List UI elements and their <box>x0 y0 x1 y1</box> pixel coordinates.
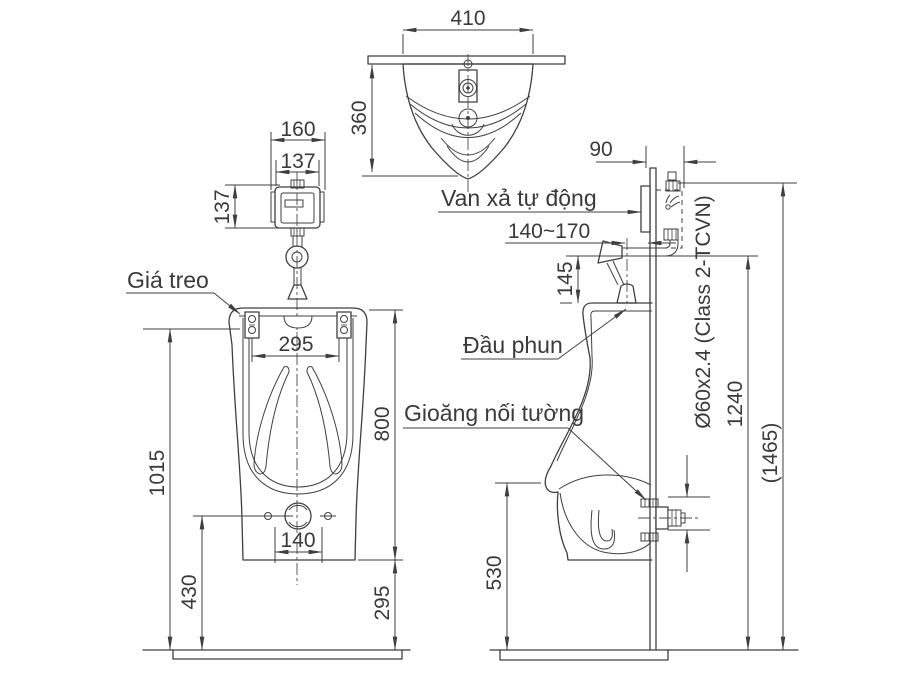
valve-inlet-flare <box>287 284 308 300</box>
valve-top-nipple <box>290 179 305 189</box>
front-bowl-curve-left <box>253 366 290 475</box>
dim-supply-range: 140~170 <box>505 220 676 246</box>
front-rim-outer <box>242 318 354 495</box>
side-bowl-rim <box>558 474 652 490</box>
side-trap-inner <box>597 509 613 542</box>
dim-lip-height: 530 <box>483 482 541 651</box>
valve-bottom-nipple <box>290 227 305 237</box>
callout-flush-valve: Van xả tự động <box>438 185 642 215</box>
dim-overall-height: (1465) <box>678 182 797 651</box>
pipe-flare <box>597 240 623 264</box>
side-floor-slab <box>499 649 669 661</box>
dim-rim-width: 295 <box>251 333 340 362</box>
side-valve-plate <box>640 185 651 233</box>
label-gioang: Gioăng nối tường <box>404 400 584 426</box>
dim-1015: 1015 <box>146 450 169 497</box>
dim-430: 430 <box>178 574 201 609</box>
dim-top-depth: 360 <box>348 64 458 177</box>
dim-530: 530 <box>483 555 506 590</box>
dim-145: 145 <box>554 261 577 296</box>
side-valve-bottom-fitting <box>663 228 679 241</box>
dim-800: 800 <box>371 406 394 441</box>
top-view-bowl-outline <box>402 63 534 180</box>
side-body-outline <box>544 302 653 561</box>
dim-wall-gap: 90 <box>589 138 716 188</box>
dim-295-rim: 295 <box>278 333 313 356</box>
dim-137-width: 137 <box>280 150 315 173</box>
dim-body-to-floor: 295 <box>371 559 398 651</box>
dim-valve-inner-width: 137 <box>275 150 320 186</box>
callout-wall-gasket: Gioăng nối tường <box>403 400 647 501</box>
dim-295-floor: 295 <box>371 585 394 620</box>
dim-outlet-height: 1240 <box>660 255 758 651</box>
label-dau-phun: Đầu phun <box>463 332 563 358</box>
top-view-rim-arc <box>414 112 522 138</box>
sensor-hand-icon <box>665 194 681 210</box>
dim-137-height: 137 <box>211 189 234 224</box>
side-trap-outer <box>590 509 616 550</box>
dim-pipe-spec: Ø60x2.4 (Class 2-TCVN) <box>692 195 715 428</box>
dim-outlet-pipe: Ø60x2.4 (Class 2-TCVN) <box>668 195 715 572</box>
dim-body-height: 800 <box>358 309 403 561</box>
callout-spray-head: Đầu phun <box>461 308 627 360</box>
dim-140: 140 <box>280 529 315 552</box>
valve-sensor-window <box>284 199 304 208</box>
dim-bolt-spacing: 140 <box>274 527 323 563</box>
dim-mount-height: 1015 <box>143 328 240 651</box>
front-flush-valve <box>270 172 325 330</box>
dim-160: 160 <box>280 118 315 141</box>
dim-drain-height: 430 <box>178 515 293 651</box>
label-van-xa: Van xả tự động <box>441 185 597 211</box>
top-view <box>367 54 566 192</box>
dim-1240: 1240 <box>724 381 747 428</box>
wall-bolt-top <box>640 498 659 508</box>
mounting-bracket-right <box>336 311 352 339</box>
top-view-drain-arc <box>451 123 485 136</box>
front-spud-notch <box>283 315 313 329</box>
front-view <box>142 307 411 660</box>
front-rim-inner <box>248 324 348 488</box>
dim-1465: (1465) <box>759 423 782 484</box>
dim-valve-outer-width: 160 <box>270 118 326 190</box>
front-bowl-curve-right <box>306 366 343 475</box>
callout-bracket: Giá treo <box>126 267 241 315</box>
dim-valve-height: 137 <box>211 184 280 229</box>
dim-410: 410 <box>450 7 485 30</box>
side-view <box>489 167 799 661</box>
dim-140-170: 140~170 <box>508 220 590 243</box>
label-gia-treo: Giá treo <box>127 267 209 293</box>
front-body-outline <box>228 307 368 561</box>
mounting-bracket-left <box>244 311 260 339</box>
spray-head-cone <box>616 283 637 304</box>
dim-top-width: 410 <box>402 7 534 54</box>
side-bowl-inner <box>559 492 652 555</box>
front-floor-slab <box>172 649 403 660</box>
side-body-inner-line <box>556 310 652 462</box>
dim-90: 90 <box>589 138 612 161</box>
wall-bolt-bottom <box>640 532 659 542</box>
dim-360: 360 <box>348 100 371 135</box>
